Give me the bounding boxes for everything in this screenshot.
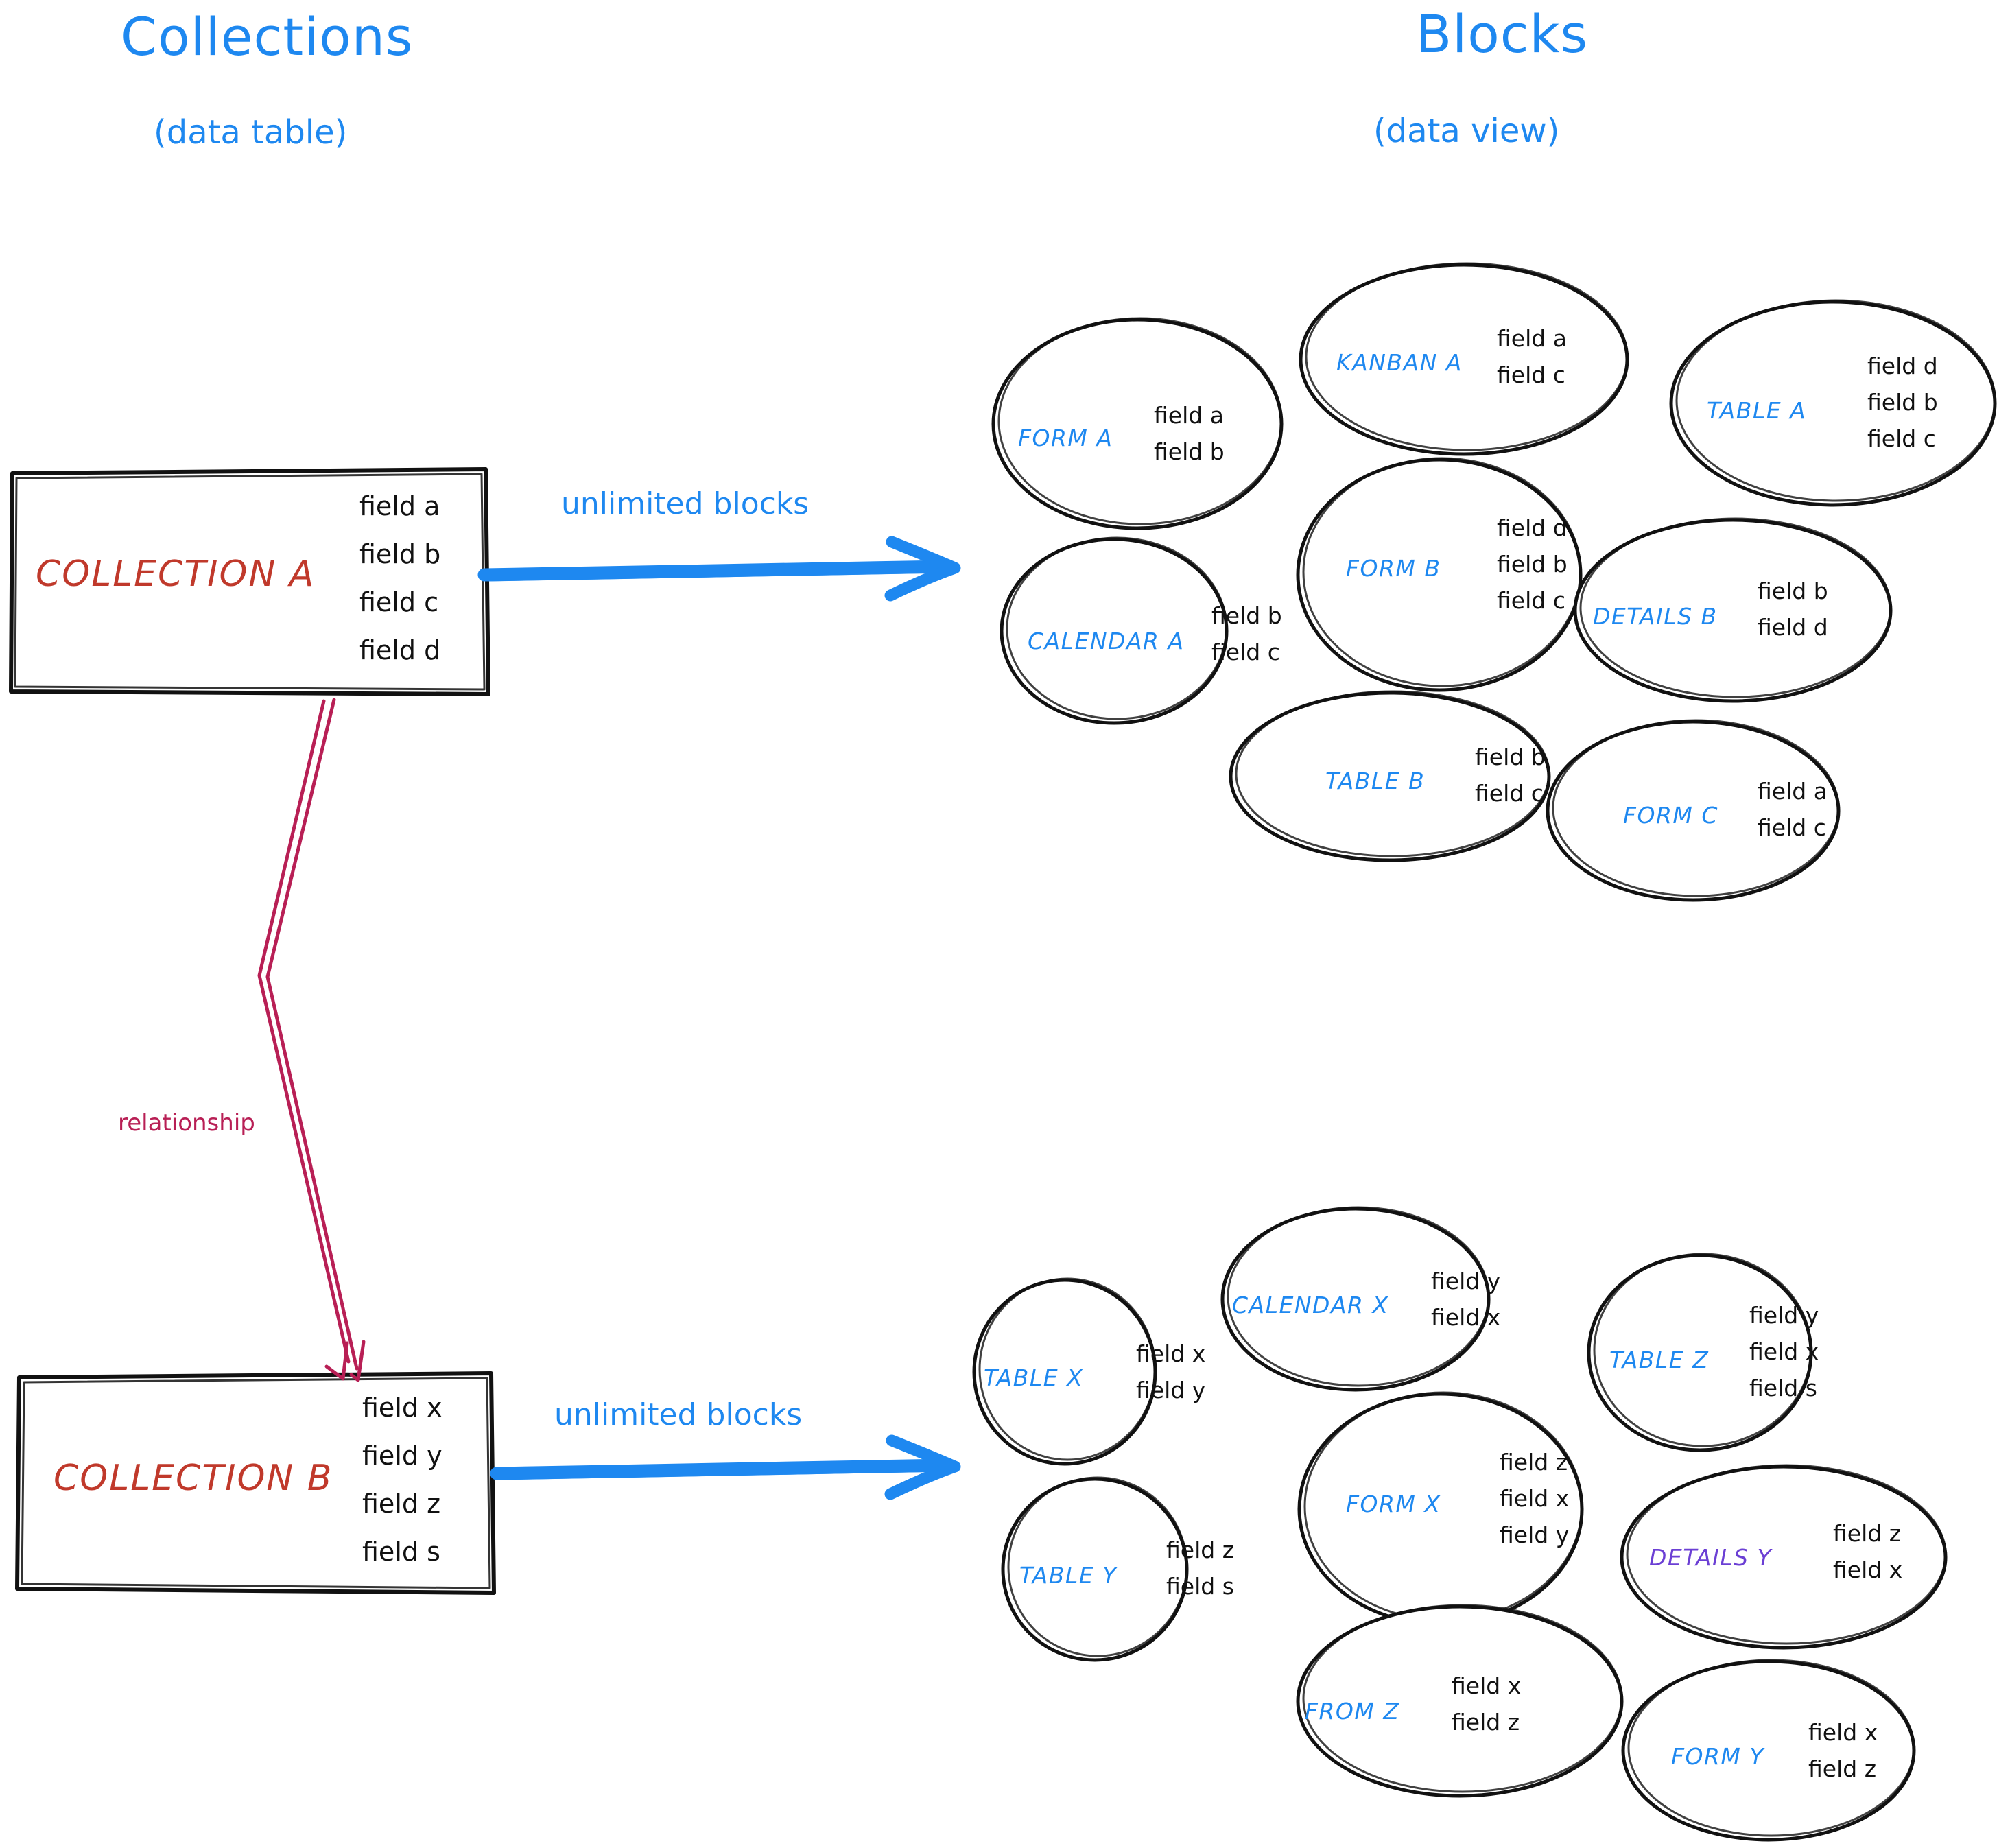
collection-a-title: COLLECTION A: [36, 554, 316, 595]
block-label-details-y: DETAILS Y: [1649, 1544, 1773, 1571]
collection-b-field: field y: [362, 1441, 442, 1471]
block-fields-details-b: field b field d: [1758, 578, 1828, 641]
block-field: field x: [1833, 1556, 1903, 1583]
block-field: field b: [1154, 438, 1225, 465]
block-fields-from-z: field x field z: [1452, 1672, 1521, 1736]
block-label-form-a: FORM A: [1018, 425, 1113, 451]
block-label-kanban-a: KANBAN A: [1336, 349, 1463, 376]
block-fields-table-b: field b field c: [1475, 744, 1546, 807]
block-label-table-a: TABLE A: [1707, 397, 1807, 424]
block-label-table-z: TABLE Z: [1609, 1347, 1710, 1373]
block-label-form-x: FORM X: [1346, 1491, 1441, 1517]
block-fields-details-y: field z field x: [1833, 1520, 1902, 1583]
block-fields-form-x: field z field x field y: [1500, 1449, 1569, 1548]
block-field: field d: [1867, 353, 1938, 379]
collection-b-title: COLLECTION B: [54, 1458, 333, 1499]
block-label-form-b: FORM B: [1346, 555, 1441, 582]
block-field: field c: [1475, 780, 1544, 807]
relationship-label: relationship: [118, 1109, 255, 1137]
block-field: field z: [1833, 1520, 1902, 1547]
block-field: field z: [1500, 1449, 1568, 1476]
block-fields-table-a: field d field b field c: [1867, 353, 1938, 452]
block-field: field s: [1166, 1573, 1234, 1600]
block-label-table-y: TABLE Y: [1019, 1562, 1118, 1589]
block-fields-table-x: field x field y: [1136, 1340, 1205, 1403]
block-fields-table-z: field y field x field s: [1749, 1302, 1819, 1401]
ellipse-form-a: [991, 317, 1284, 530]
collection-a-field-list: field a field b field c field d: [359, 491, 440, 665]
block-fields-calendar-a: field b field c: [1211, 602, 1282, 665]
block-label-table-x: TABLE X: [984, 1364, 1084, 1391]
block-field: field c: [1497, 587, 1565, 614]
block-field: field c: [1758, 814, 1826, 841]
collection-b-field-list: field x field y field z field s: [362, 1393, 442, 1567]
block-field: field s: [1749, 1375, 1817, 1401]
block-field: field x: [1808, 1719, 1878, 1746]
block-field: field x: [1500, 1485, 1570, 1512]
block-fields-form-y: field x field z: [1808, 1719, 1878, 1782]
block-field: field b: [1211, 602, 1282, 629]
page-title-collections: Collections: [121, 6, 414, 67]
block-label-form-c: FORM C: [1623, 802, 1718, 829]
arrow-label-unlimited-blocks-a: unlimited blocks: [561, 486, 809, 521]
arrow-label-unlimited-blocks-b: unlimited blocks: [554, 1397, 803, 1432]
block-field: field c: [1867, 425, 1936, 452]
collection-b-field: field x: [362, 1393, 442, 1423]
block-fields-form-b: field d field b field c: [1497, 514, 1568, 614]
block-fields-form-a: field a field b: [1154, 402, 1225, 465]
block-field: field z: [1166, 1537, 1235, 1563]
collection-a-field: field a: [359, 491, 440, 521]
collection-b-field: field s: [362, 1537, 440, 1567]
block-field: field z: [1808, 1755, 1877, 1782]
block-field: field b: [1497, 551, 1568, 578]
block-field: field b: [1867, 389, 1938, 416]
block-fields-calendar-x: field y field x: [1431, 1268, 1500, 1331]
block-label-details-b: DETAILS B: [1593, 603, 1718, 630]
block-field: field x: [1452, 1672, 1522, 1699]
block-field: field y: [1431, 1268, 1501, 1294]
block-field: field a: [1154, 402, 1224, 429]
block-fields-kanban-a: field a field c: [1497, 325, 1567, 388]
block-field: field y: [1500, 1521, 1570, 1548]
block-fields-form-c: field a field c: [1758, 778, 1828, 841]
block-field: field d: [1758, 614, 1828, 641]
block-field: field y: [1749, 1302, 1819, 1329]
block-field: field a: [1497, 325, 1567, 352]
collection-a-field: field b: [359, 539, 441, 569]
block-field: field c: [1497, 362, 1565, 388]
collection-a-field: field d: [359, 635, 441, 665]
block-field: field x: [1431, 1304, 1501, 1331]
block-field: field d: [1497, 514, 1568, 541]
page-subtitle-collections: (data table): [154, 113, 348, 152]
block-label-from-z: FROM Z: [1305, 1698, 1400, 1725]
block-field: field b: [1475, 744, 1546, 770]
block-field: field x: [1136, 1340, 1206, 1367]
block-label-calendar-a: CALENDAR A: [1028, 628, 1185, 654]
relationship-connector: [257, 698, 366, 1382]
block-field: field x: [1749, 1338, 1819, 1365]
block-label-calendar-x: CALENDAR X: [1232, 1292, 1389, 1318]
collection-b-field: field z: [362, 1489, 441, 1519]
block-field: field y: [1136, 1377, 1206, 1403]
block-field: field c: [1211, 639, 1280, 665]
page-subtitle-blocks: (data view): [1373, 112, 1560, 150]
block-label-table-b: TABLE B: [1325, 768, 1426, 794]
collection-a-field: field c: [359, 587, 438, 617]
block-label-form-y: FORM Y: [1671, 1743, 1765, 1770]
block-field: field z: [1452, 1709, 1520, 1736]
unlimited-blocks-arrow-b: [490, 1434, 961, 1500]
unlimited-blocks-arrow-a: [477, 536, 961, 602]
page-title-blocks: Blocks: [1416, 3, 1589, 64]
block-field: field a: [1758, 778, 1828, 805]
block-field: field b: [1758, 578, 1828, 604]
block-fields-table-y: field z field s: [1166, 1537, 1234, 1600]
